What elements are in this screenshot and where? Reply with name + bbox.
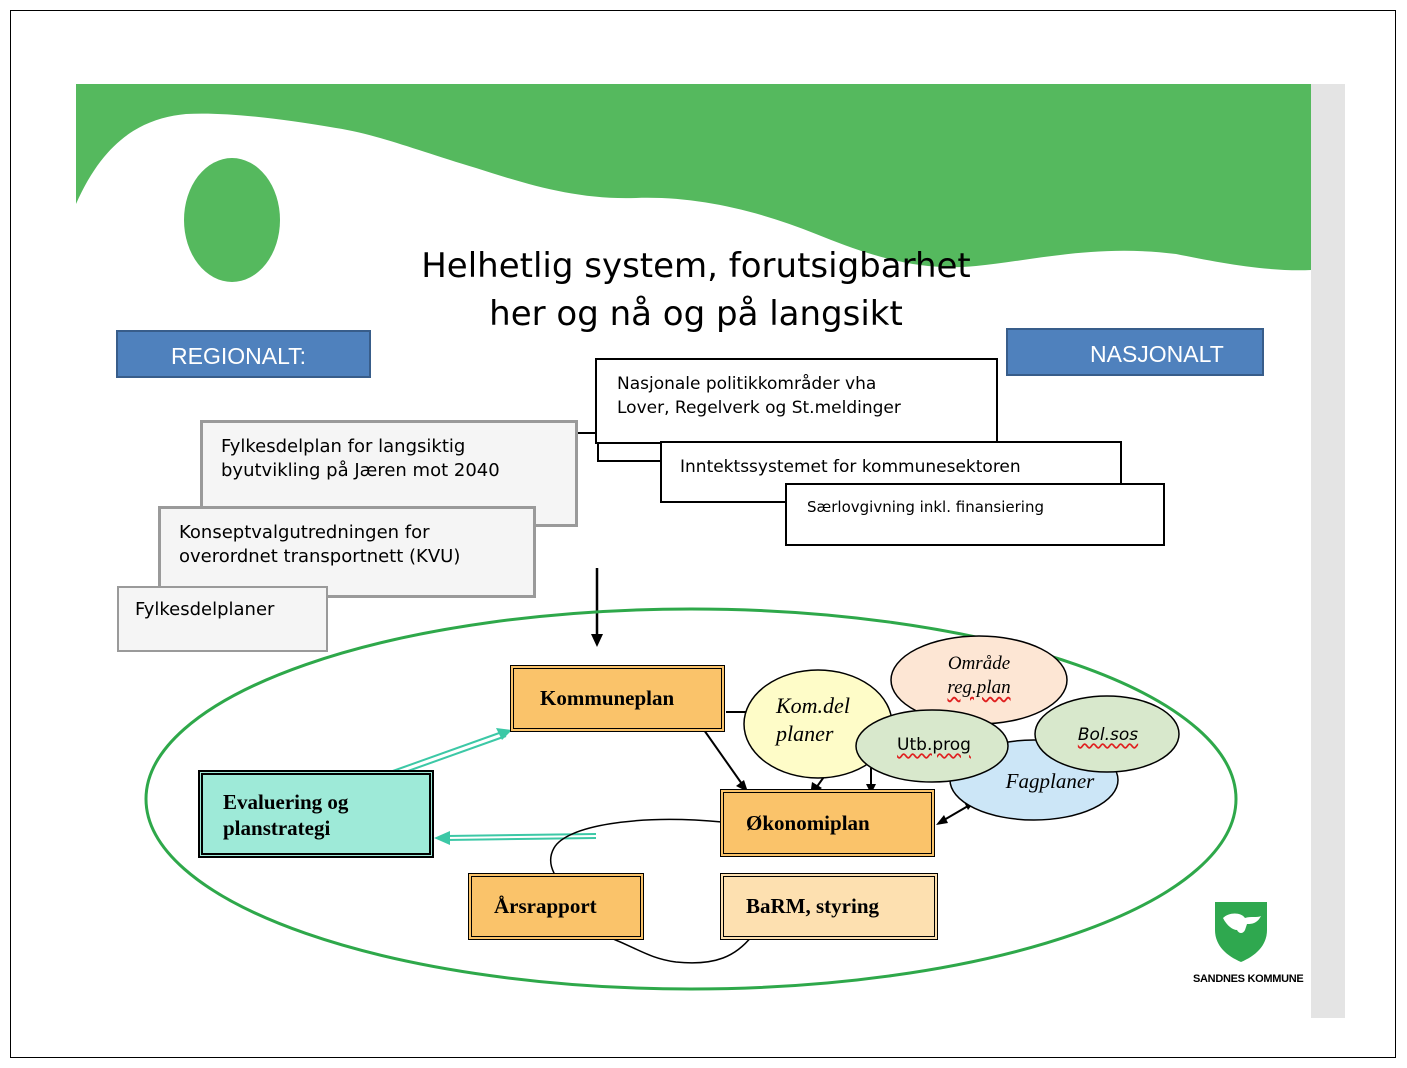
regional-box-fylkesdelplaner: Fylkesdelplaner: [117, 586, 328, 652]
national-box-politikkomrader: Nasjonale politikkområder vha Lover, Reg…: [595, 358, 998, 444]
tag-regional-label: REGIONALT:: [171, 343, 307, 369]
regional-box-3-line-1: Fylkesdelplaner: [135, 599, 275, 620]
evaluering-line-2: planstrategi: [223, 816, 331, 840]
okonomiplan-box: Økonomiplan: [720, 789, 935, 857]
slide-artwork: [76, 84, 1311, 991]
national-box-1-line-2: Lover, Regelverk og St.meldinger: [617, 398, 901, 418]
slide-title: Helhetlig system, forutsigbarhet her og …: [376, 242, 1016, 338]
bubble-shapes: [743, 635, 1180, 821]
omrade-label: Område reg.plan: [912, 652, 1046, 700]
komdel-label-line-1: Kom.del: [776, 693, 850, 718]
national-box-1-line-1: Nasjonale politikkområder vha: [617, 374, 877, 394]
title-line-1: Helhetlig system, forutsigbarhet: [421, 246, 971, 286]
arrow-okonomi-fagplaner: [943, 805, 969, 821]
omrade-label-line-1: Område: [947, 653, 1011, 674]
green-header-shape: [76, 84, 1311, 271]
okonomiplan-label: Økonomiplan: [746, 811, 870, 835]
regional-box-kvu: Konseptvalgutredningen for overordnet tr…: [158, 506, 536, 598]
arsrapport-label: Årsrapport: [494, 894, 597, 918]
utbprog-label: Utb.prog: [897, 735, 971, 755]
barm-box: BaRM, styring: [720, 873, 938, 940]
teal-arrow-up: [389, 731, 503, 773]
arsrapport-box: Årsrapport: [468, 873, 644, 940]
teal-arrow-up-head: [496, 728, 512, 740]
tag-regional: REGIONALT:: [116, 330, 371, 378]
evaluering-line-1: Evaluering og: [223, 790, 349, 814]
kommuneplan-box: Kommuneplan: [510, 665, 725, 732]
tag-national: NASJONALT: [1006, 328, 1264, 376]
national-box-3-line-1: Særlovgivning inkl. finansiering: [807, 498, 1044, 516]
title-line-2: her og nå og på langsikt: [489, 294, 903, 334]
page-frame: [10, 10, 1396, 1058]
logo-text: SANDNES KOMMUNE: [1193, 973, 1304, 985]
arrow-kommuneplan-okonomi: [703, 729, 743, 785]
cycle-curve-top: [549, 818, 723, 885]
utbprog-bubble: [855, 709, 1009, 783]
sandnes-shield-icon: [1215, 902, 1267, 962]
tag-national-label: NASJONALT: [1090, 341, 1224, 367]
bolsos-label: Bol.sos: [1077, 725, 1139, 745]
teal-arrow-left-head: [434, 831, 450, 845]
cycle-curve-bottom: [589, 929, 753, 964]
regional-box-2-line-2: overordnet transportnett (KVU): [179, 546, 461, 567]
national-box-2-line-1: Inntektssystemet for kommunesektoren: [680, 457, 1021, 477]
slide: Helhetlig system, forutsigbarhet her og …: [76, 84, 1311, 1018]
kommuneplan-label: Kommuneplan: [540, 686, 675, 710]
barm-label: BaRM, styring: [746, 894, 879, 918]
evaluering-box: Evaluering og planstrategi: [198, 770, 434, 858]
omrade-label-line-2: reg.plan: [947, 677, 1011, 698]
green-blob: [184, 158, 280, 282]
sandnes-logo: SANDNES KOMMUNE: [1193, 900, 1304, 985]
komdel-label: Kom.del planer: [776, 692, 856, 748]
komdel-label-line-2: planer: [776, 721, 834, 746]
bolsos-bubble: [1034, 695, 1180, 773]
scrollbar[interactable]: [1311, 84, 1345, 1018]
regional-box-1-line-1: Fylkesdelplan for langsiktig: [221, 436, 466, 457]
regional-box-2-line-1: Konseptvalgutredningen for: [179, 522, 430, 543]
cycle-ellipse: [144, 607, 1238, 991]
national-box-saerlovgivning: Særlovgivning inkl. finansiering: [785, 483, 1165, 546]
regional-box-1-line-2: byutvikling på Jæren mot 2040: [221, 460, 500, 481]
down-arrow-head: [591, 634, 603, 647]
connector-bracket: [577, 432, 662, 462]
fagplaner-label: Fagplaner: [1005, 769, 1095, 793]
